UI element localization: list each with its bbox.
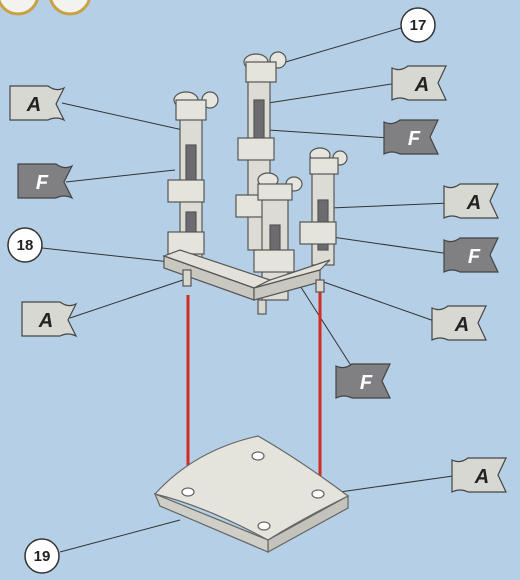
flag-f-right-2-label: F [468, 246, 481, 268]
leader-line [65, 169, 176, 183]
leader-line [59, 519, 181, 553]
leader-line [329, 202, 451, 209]
leader-line [267, 129, 391, 139]
flag-f-left: F [17, 163, 74, 200]
leader-line [41, 247, 171, 263]
callout-17-label: 17 [410, 17, 427, 34]
flag-f-bottom: F [335, 363, 391, 399]
flag-f-right-1-label: F [408, 128, 421, 150]
flag-a-left-top: A [9, 85, 66, 122]
flag-f-left-label: F [36, 172, 49, 194]
leader-line [69, 279, 184, 319]
leader-line [339, 474, 461, 493]
flag-a-left-top-label: A [26, 94, 41, 116]
flag-a-base-label: A [474, 466, 489, 488]
callout-17: 17 [400, 7, 436, 43]
h-frame [162, 249, 331, 315]
callout-18: 18 [7, 227, 43, 263]
flag-a-right-2-label: A [466, 192, 481, 214]
pillar-left [167, 91, 219, 266]
callout-18-label: 18 [17, 237, 34, 254]
pillar-right [299, 147, 348, 266]
leader-line [267, 82, 399, 104]
tower-assembly [162, 51, 348, 315]
flag-f-right-1: F [383, 119, 439, 155]
flag-a-left-bottom: A [21, 301, 78, 338]
flag-a-right-3: A [431, 305, 487, 341]
assembly-arrows [180, 292, 322, 487]
leader-line [61, 102, 184, 131]
flag-a-base: A [451, 457, 507, 493]
leader-line [271, 27, 402, 67]
callout-19: 19 [24, 538, 60, 574]
flag-f-right-2: F [443, 237, 499, 273]
flag-a-right-2: A [443, 183, 499, 219]
leader-lines [41, 27, 461, 553]
partial-badges [0, 0, 91, 16]
flag-f-bottom-label: F [360, 372, 373, 394]
flag-a-right-3-label: A [454, 314, 469, 336]
callout-19-label: 19 [34, 548, 51, 565]
flag-a-left-bottom-label: A [38, 310, 53, 332]
flag-a-right-1: A [391, 65, 447, 101]
leader-line [331, 236, 451, 255]
base-plate [153, 435, 350, 554]
leader-line [317, 279, 438, 323]
flag-a-right-1-label: A [414, 74, 429, 96]
